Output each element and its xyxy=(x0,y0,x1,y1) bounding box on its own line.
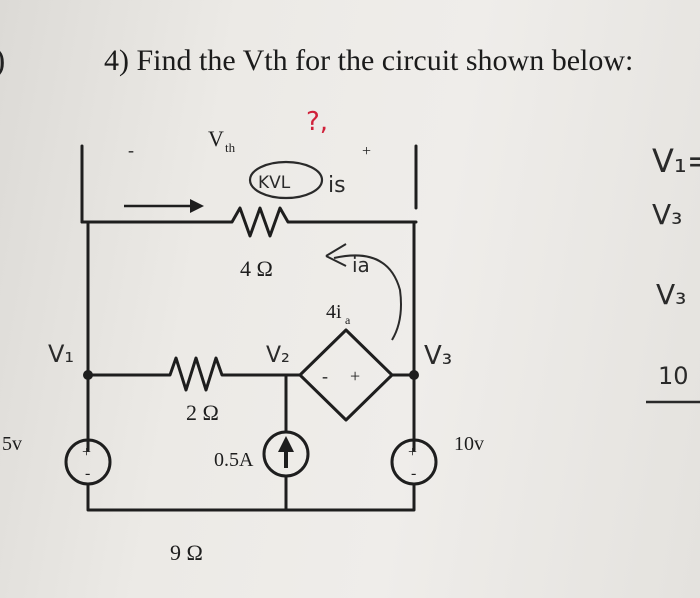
ia-arrowhead xyxy=(325,243,347,267)
dep-minus-sign: - xyxy=(322,366,328,386)
handwritten-v2: V₂ xyxy=(266,343,290,368)
vth-label: V xyxy=(208,126,224,151)
resistor-2ohm-label: 2 Ω xyxy=(186,400,219,425)
kvl-circle xyxy=(248,160,324,200)
left-source-plus: + xyxy=(82,444,91,461)
handwritten-is: is xyxy=(328,173,346,198)
left-paren: ) xyxy=(0,42,5,80)
node-v3 xyxy=(409,370,419,380)
question-title: 4) Find the Vth for the circuit shown be… xyxy=(104,44,633,78)
vth-arrow xyxy=(124,199,204,213)
left-source-minus: - xyxy=(85,465,90,482)
dependent-source xyxy=(298,328,394,422)
margin-note-v3a: V₃ xyxy=(652,198,682,231)
handwritten-ia: ia xyxy=(352,253,370,277)
bottom-wire xyxy=(86,482,416,512)
handwritten-v1: V₁ xyxy=(48,340,74,368)
left-source-value: 5v xyxy=(2,433,22,455)
margin-note-num: 10 xyxy=(658,362,689,390)
terminal-plus: + xyxy=(362,143,371,160)
handwritten-question-mark: ?, xyxy=(306,107,328,137)
right-source-value: 10v xyxy=(454,433,484,455)
current-source-label: 0.5A xyxy=(214,449,254,471)
vth-subscript: th xyxy=(225,140,236,155)
question-number: 4) xyxy=(104,44,129,77)
terminal-minus: - xyxy=(128,140,134,160)
handwritten-kvl: KVL xyxy=(258,173,291,193)
resistor-9ohm-label: 9 Ω xyxy=(170,540,203,565)
ia-loop-curve xyxy=(333,254,402,341)
margin-note-v3b: V₃ xyxy=(656,278,686,311)
dep-source-subscript: a xyxy=(345,313,351,327)
handwritten-v3: V₃ xyxy=(424,341,452,371)
resistor-2ohm-branch xyxy=(86,356,302,392)
resistor-4ohm-label: 4 Ω xyxy=(240,256,273,281)
question-text: Find the Vth for the circuit shown below… xyxy=(136,44,634,77)
dep-source-label: 4i xyxy=(326,301,342,323)
current-source-arrow xyxy=(278,436,294,468)
margin-note-v1: V₁= xyxy=(652,142,700,180)
right-source-minus: - xyxy=(411,465,416,482)
right-source-plus: + xyxy=(408,444,417,461)
resistor-4ohm-branch xyxy=(80,206,418,238)
dep-plus-sign: + xyxy=(350,366,360,386)
node-v1 xyxy=(83,370,93,380)
